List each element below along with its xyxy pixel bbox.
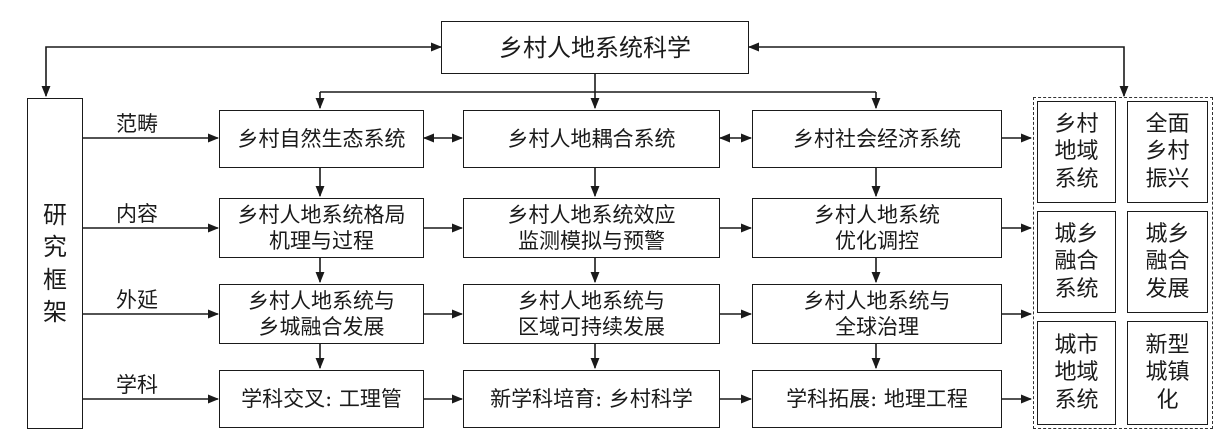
node-r2-c3: 乡村人地系统 优化调控 (752, 198, 1002, 258)
node-r1-c2: 乡村人地耦合系统 (463, 110, 720, 168)
panel-r3-c2: 新型 城镇 化 (1127, 321, 1208, 425)
framework-box: 研 究 框 架 (27, 98, 83, 429)
title-box: 乡村人地系统科学 (441, 21, 749, 74)
arrow-title-to-framework (41, 42, 443, 98)
row-label-1: 范畴 (116, 112, 158, 136)
panel-r2-c2: 城乡 融合 发展 (1127, 211, 1208, 313)
node-r2-c1: 乡村人地系统格局 机理与过程 (219, 198, 424, 258)
node-r4-c1: 学科交叉: 工理管 (219, 370, 424, 428)
panel-r1-c1: 乡村 地域 系统 (1037, 101, 1116, 203)
node-r1-c3: 乡村社会经济系统 (752, 110, 1002, 168)
panel-r2-c1: 城乡 融合 系统 (1037, 211, 1116, 313)
right-panel-frame (1033, 97, 1213, 429)
row-label-4: 学科 (116, 373, 158, 397)
node-r4-c2: 新学科培育: 乡村科学 (463, 370, 720, 428)
panel-r1-c2: 全面 乡村 振兴 (1127, 101, 1208, 203)
row-label-2: 内容 (116, 202, 158, 226)
node-r4-c3: 学科拓展: 地理工程 (752, 370, 1002, 428)
node-r2-c2: 乡村人地系统效应 监测模拟与预警 (463, 198, 720, 258)
arrow-title-to-panel (747, 42, 1129, 98)
node-r1-c1: 乡村自然生态系统 (219, 110, 424, 168)
row-label-3: 外延 (116, 288, 158, 312)
title-text: 乡村人地系统科学 (499, 33, 691, 62)
node-r3-c2: 乡村人地系统与 区域可持续发展 (463, 284, 720, 344)
node-r3-c3: 乡村人地系统与 全球治理 (752, 284, 1002, 344)
node-r3-c1: 乡村人地系统与 乡城融合发展 (219, 284, 424, 344)
framework-label: 研 究 框 架 (43, 200, 67, 326)
panel-r3-c1: 城市 地域 系统 (1037, 321, 1116, 425)
